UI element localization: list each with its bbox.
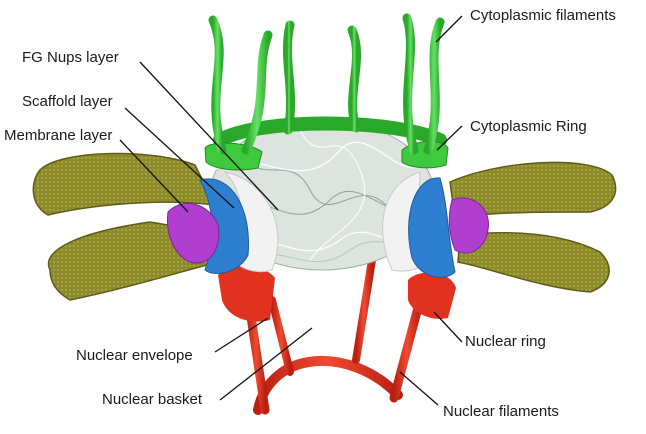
label-nuclear-envelope: Nuclear envelope bbox=[76, 347, 193, 364]
cytoplasmic-filaments bbox=[208, 13, 445, 155]
membrane-right bbox=[448, 197, 489, 254]
label-fg-nups-layer: FG Nups layer bbox=[22, 49, 119, 66]
leader-lines bbox=[119, 15, 463, 406]
label-cytoplasmic-filaments: Cytoplasmic filaments bbox=[470, 7, 616, 24]
nuclear-basket bbox=[218, 246, 456, 415]
label-nuclear-basket: Nuclear basket bbox=[102, 391, 203, 408]
nuclear-envelope bbox=[32, 152, 617, 301]
label-cytoplasmic-ring: Cytoplasmic Ring bbox=[470, 118, 587, 135]
label-membrane-layer: Membrane layer bbox=[4, 127, 112, 144]
label-nuclear-filaments: Nuclear filaments bbox=[443, 403, 559, 420]
label-nuclear-ring: Nuclear ring bbox=[465, 333, 546, 350]
scaffold-right bbox=[382, 171, 456, 278]
labels: Cytoplasmic filaments FG Nups layer Scaf… bbox=[4, 7, 616, 420]
label-scaffold-layer: Scaffold layer bbox=[22, 93, 113, 110]
membrane-left bbox=[166, 202, 220, 264]
